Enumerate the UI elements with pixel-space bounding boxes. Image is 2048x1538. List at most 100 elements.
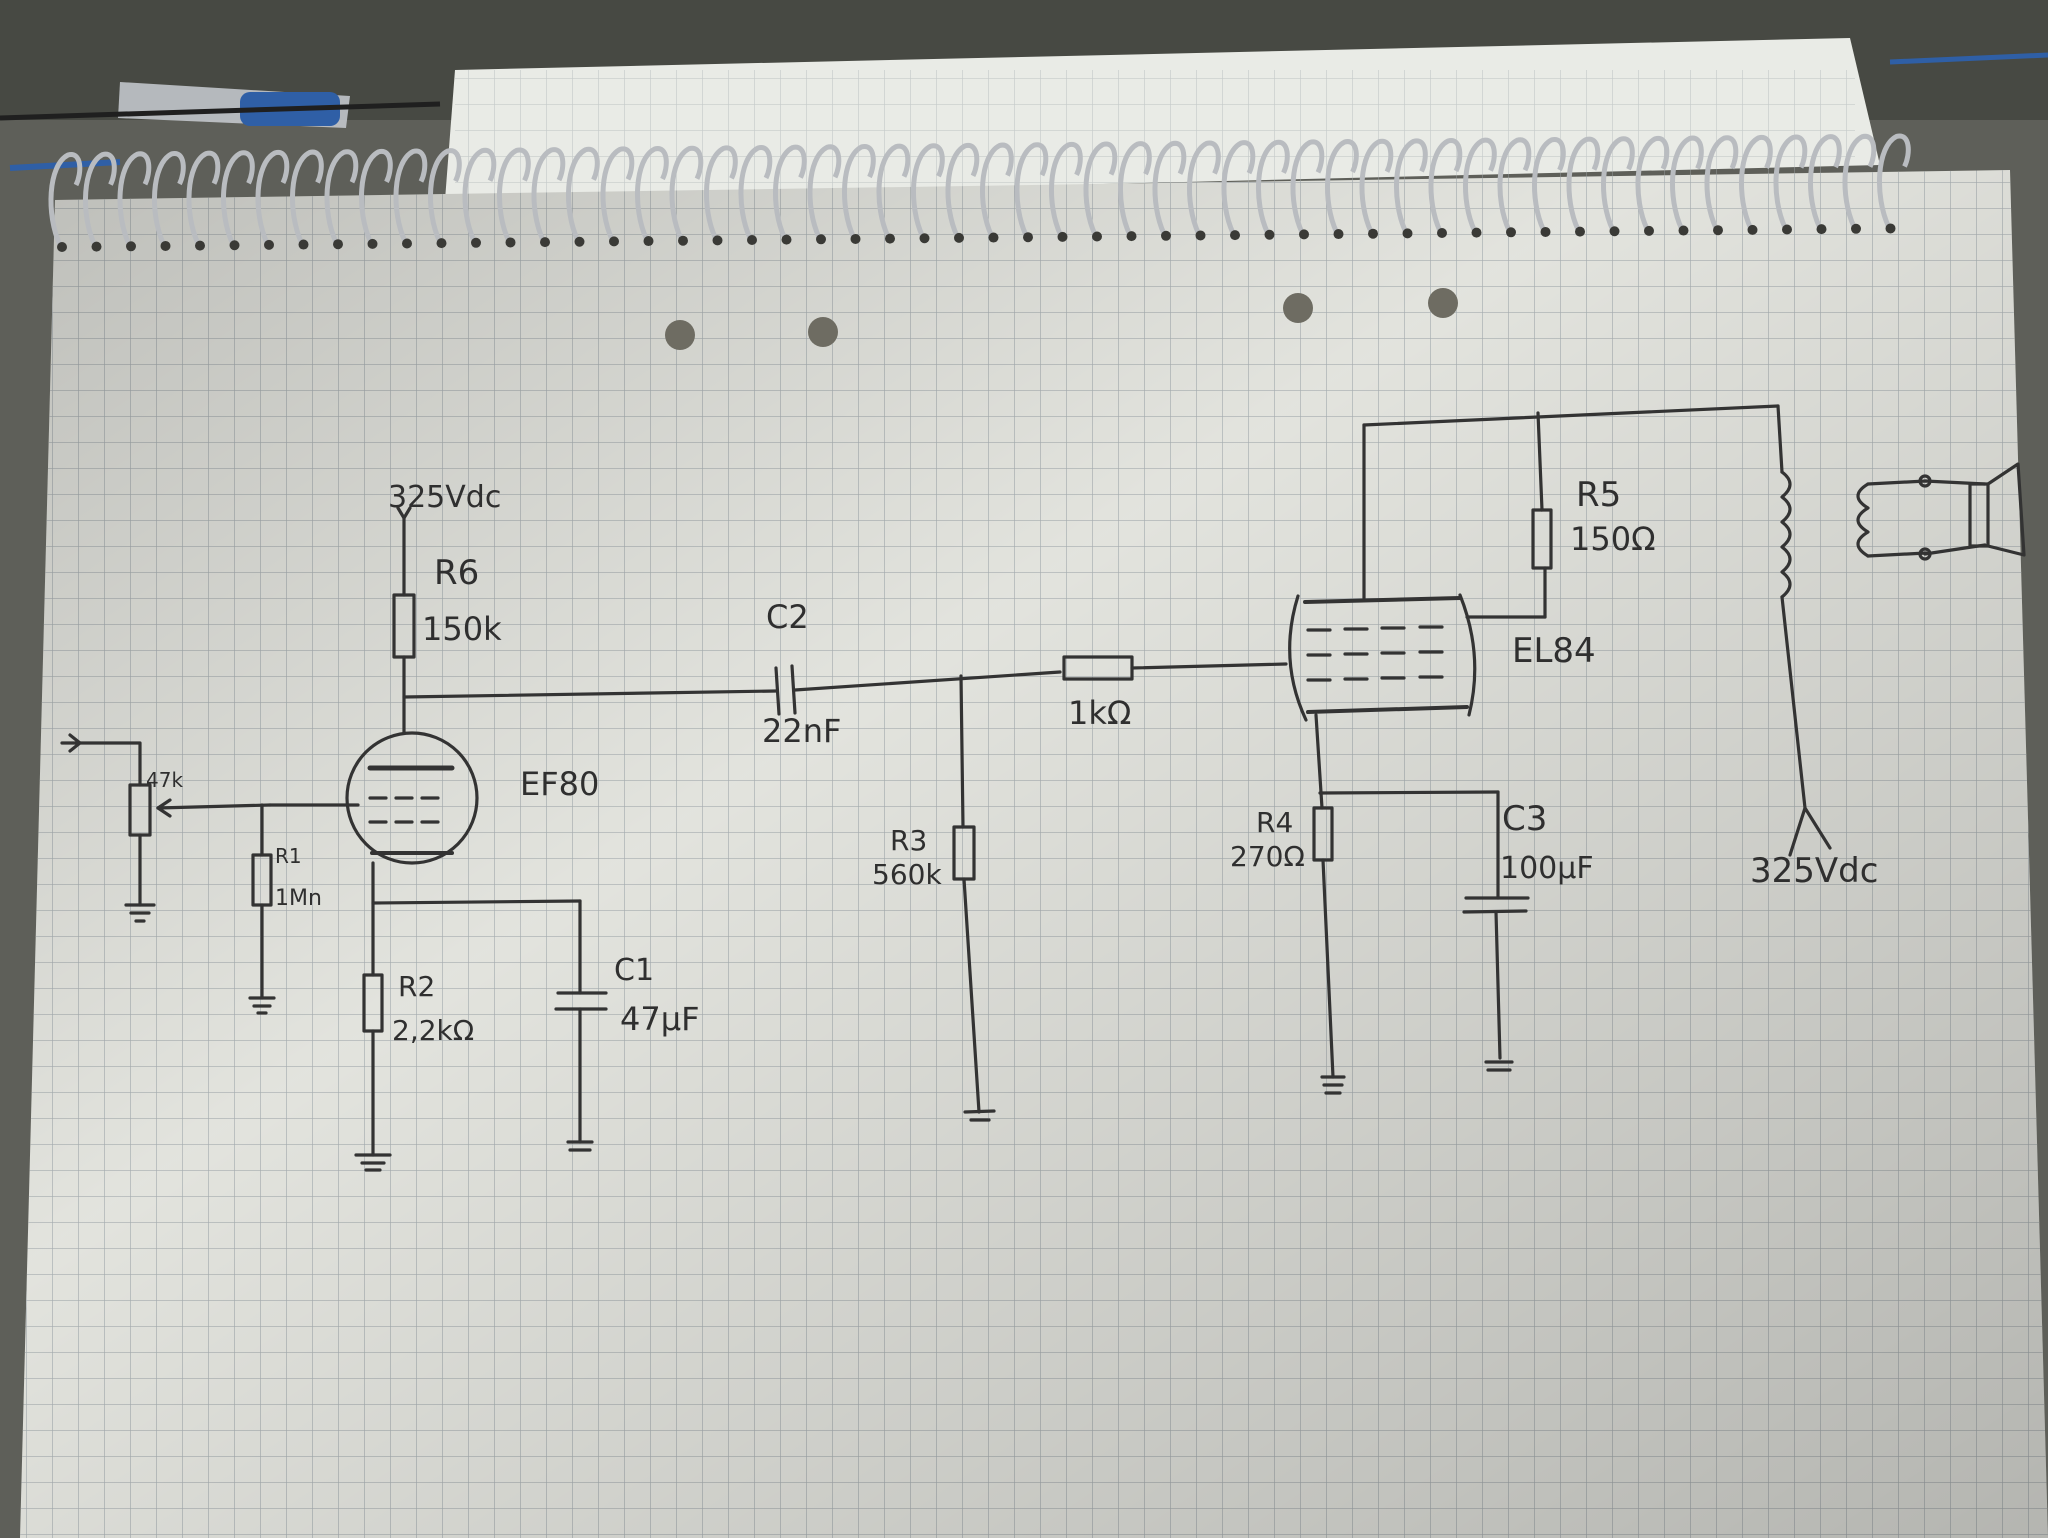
spiral-hole: [954, 232, 964, 243]
spiral-hole: [1816, 224, 1827, 235]
spiral-ring: [1497, 137, 1532, 232]
spiral-ring: [186, 150, 221, 245]
spiral-hole: [471, 237, 481, 248]
spiral-ring: [1290, 139, 1325, 234]
c3-value: 100µF: [1500, 851, 1594, 886]
spiral-hole: [1299, 229, 1309, 240]
spiral-ring: [1428, 138, 1463, 233]
spiral-hole: [1471, 227, 1482, 238]
spiral-ring: [221, 150, 255, 245]
cathode-circuit-stage2: [1312, 713, 1530, 1095]
spiral-ring: [1601, 136, 1635, 231]
spiral-hole: [367, 238, 378, 249]
spiral-ring: [600, 146, 635, 241]
spiral-ring: [1532, 137, 1566, 232]
schematic-drawing: [60, 404, 2026, 1172]
plate-circuit-stage1: [392, 506, 778, 735]
spiral-hole: [919, 233, 930, 244]
c3-ref: C3: [1502, 799, 1547, 839]
notebook-page: [20, 170, 2048, 1538]
spiral-hole: [1747, 224, 1758, 235]
spiral-ring: [1704, 135, 1739, 230]
spiral-binding: [48, 133, 1911, 252]
spiral-hole: [1885, 223, 1896, 234]
spiral-hole: [850, 233, 861, 244]
spiral-hole: [126, 241, 136, 252]
spiral-hole: [643, 236, 654, 247]
spiral-ring: [462, 147, 497, 242]
spiral-ring: [1842, 133, 1877, 228]
spiral-ring: [635, 146, 669, 241]
spiral-hole: [781, 234, 792, 245]
spiral-hole: [298, 239, 309, 250]
spiral-hole: [747, 235, 757, 245]
spiral-ring: [738, 145, 773, 240]
spiral-ring: [1739, 135, 1773, 229]
spiral-ring: [393, 148, 428, 243]
r6-value: 150k: [422, 610, 502, 648]
spiral-ring: [1152, 140, 1187, 235]
cathode-circuit-stage1: [354, 861, 608, 1172]
spiral-hole: [988, 232, 999, 243]
spiral-ring: [1014, 142, 1049, 237]
spiral-hole: [712, 235, 723, 246]
spiral-ring: [1256, 139, 1290, 234]
supply-label-top: 325Vdc: [388, 480, 501, 515]
spiral-hole: [1678, 225, 1689, 236]
r1-ref: R1: [275, 844, 302, 868]
spiral-hole: [57, 242, 67, 252]
spiral-ring: [1635, 136, 1670, 230]
spiral-hole: [1023, 232, 1033, 243]
spiral-hole: [1402, 228, 1413, 239]
spiral-hole: [1437, 228, 1447, 238]
spiral-hole: [1230, 230, 1240, 241]
spiral-ring: [428, 148, 462, 243]
spiral-ring: [1773, 134, 1808, 229]
punch-holes: [665, 288, 1458, 350]
spiral-ring: [48, 152, 83, 247]
spiral-ring: [1221, 140, 1256, 235]
spiral-hole: [1264, 229, 1275, 240]
spiral-ring: [497, 147, 531, 242]
spiral-hole: [1609, 226, 1620, 237]
spiral-hole: [1575, 226, 1585, 237]
spiral-hole: [264, 239, 274, 250]
spiral-hole: [229, 240, 240, 251]
r2-value: 2,2kΩ: [392, 1014, 474, 1047]
spiral-hole: [195, 240, 205, 251]
spiral-hole: [1851, 223, 1861, 234]
spiral-ring: [1118, 141, 1152, 236]
spiral-hole: [1092, 231, 1102, 242]
c1-ref: C1: [614, 953, 654, 988]
r4-value: 270Ω: [1230, 840, 1305, 873]
tube2-label: EL84: [1512, 631, 1596, 671]
r3-value: 560k: [872, 858, 942, 891]
spiral-ring: [773, 144, 807, 239]
spiral-hole: [1333, 229, 1344, 240]
spiral-ring: [842, 144, 876, 239]
spiral-hole: [609, 236, 619, 247]
spiral-ring: [324, 149, 359, 244]
spiral-ring: [1463, 137, 1497, 232]
spiral-ring: [255, 150, 290, 244]
spiral-ring: [1359, 138, 1394, 233]
r3-ref: R3: [890, 824, 927, 857]
el84-tube: [1288, 593, 1477, 722]
spiral-hole: [1126, 231, 1137, 242]
spiral-ring: [1083, 141, 1118, 236]
spiral-ring: [807, 144, 842, 239]
spiral-ring: [945, 143, 980, 237]
spiral-ring: [1566, 136, 1601, 231]
c1-value: 47µF: [620, 1000, 699, 1038]
r5-value: 150Ω: [1570, 520, 1656, 558]
pot-value: 47k: [146, 768, 183, 792]
spiral-ring: [980, 142, 1014, 237]
spiral-hole: [1644, 225, 1654, 236]
speaker: [1856, 462, 2026, 561]
c2-value: 22nF: [762, 712, 841, 750]
spiral-hole: [505, 237, 516, 248]
spiral-hole: [160, 240, 171, 251]
spiral-hole: [1506, 227, 1516, 238]
